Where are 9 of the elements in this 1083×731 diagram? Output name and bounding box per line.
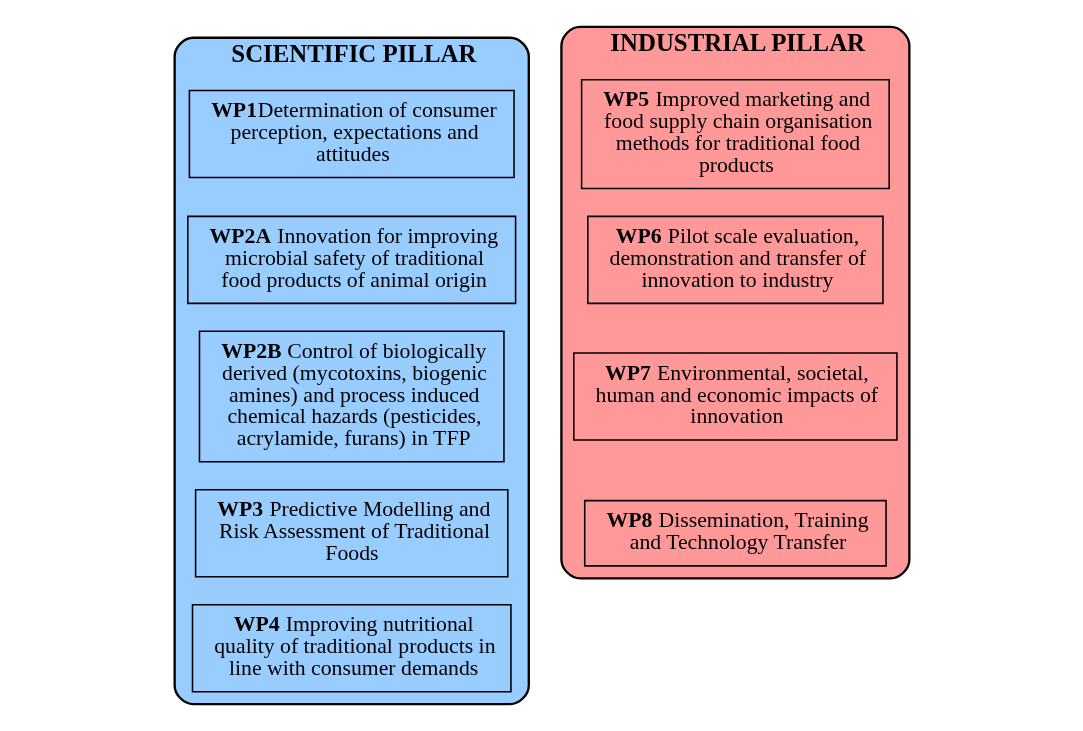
node-box: WP2B Control of biologically derived (mycotoxins, biogenic amines) and process induced chemical hazards (pesticides, acrylamide, furans) in TFP — [198, 330, 505, 463]
node-box: WP4 Improving nutritional quality of traditional products in line with consumer demands — [191, 603, 512, 693]
node-box: WP6 Pilot scale evaluation, demonstration and transfer of innovation to industry — [586, 215, 884, 305]
node-box: WP8 Dissemination, Training and Technology Transfer — [583, 499, 887, 567]
node-box: WP7 Environmental, societal, human and economic impacts of innovation — [572, 352, 898, 441]
node-box: WP2A Innovation for improving microbial safety of traditional food products of animal origin — [186, 215, 516, 305]
node-box: WP3 Predictive Modelling and Risk Assessment of Traditional Foods — [194, 489, 509, 578]
node-box: WP5 Improved marketing and food supply chain organisation methods for traditional food products — [580, 78, 890, 190]
node-box: WP1Determination of consumer perception, expectations and attitudes — [188, 89, 515, 179]
